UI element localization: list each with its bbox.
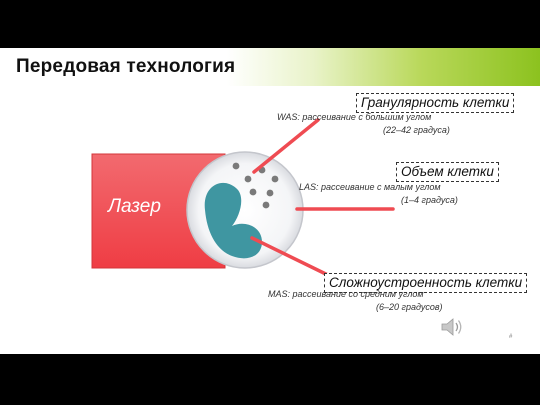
granule [262,201,270,209]
laser-label: Лазер [108,196,161,217]
slide-title: Передовая технология [16,56,236,77]
granule [249,188,257,196]
speaker-icon[interactable] [440,316,464,343]
mas-label: MAS: рассеивание со средним углом [268,289,424,299]
volume-box: Объем клетки [396,162,499,182]
las-label: LAS: рассеивание с малым углом [299,182,441,192]
granularity-box: Гранулярность клетки [356,93,515,113]
mas-degrees: (6–20 градусов) [376,302,443,312]
granule [244,175,252,183]
granule [266,189,274,197]
was-degrees: (22–42 градуса) [383,125,450,135]
slide: Передовая технология [0,48,540,354]
complexity-box: Сложноустроенность клетки [324,273,528,293]
was-label: WAS: рассеивание с большим углом [277,112,432,122]
granule [271,175,279,183]
las-degrees: (1–4 градуса) [401,195,458,205]
was-line [252,118,320,174]
cell-nucleus [204,182,262,259]
granule [232,162,240,170]
mas-line [250,236,336,280]
title-bar [0,48,540,86]
cell-diagram [91,118,395,280]
laser-beam [91,153,226,269]
page-number: # [509,334,513,340]
